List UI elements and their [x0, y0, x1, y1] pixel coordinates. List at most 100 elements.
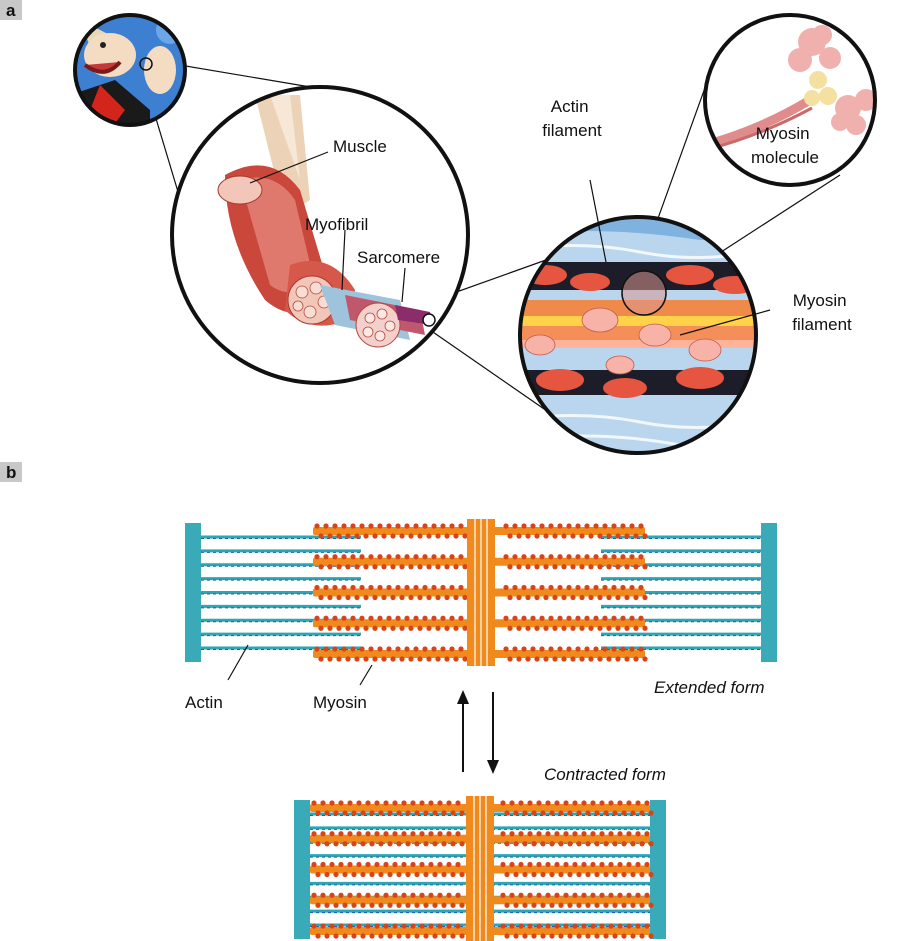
myosin-head	[423, 871, 429, 878]
myosin-head	[504, 841, 510, 847]
myosin-head	[338, 831, 344, 837]
myosin-head	[539, 615, 545, 621]
myosin-head	[437, 800, 443, 806]
myosin-head	[441, 871, 447, 878]
myosin-head	[612, 841, 618, 847]
myosin-head	[368, 584, 374, 591]
myosin-head	[530, 615, 536, 621]
myosin-head	[327, 625, 333, 631]
label-myofibril: Myofibril	[305, 215, 368, 234]
myosin-head	[450, 871, 456, 878]
panel-b: b Actin Myosin Extended form Contracted …	[0, 462, 777, 941]
myosin-head	[603, 933, 609, 939]
myosin-head	[363, 656, 369, 662]
myosin-head	[392, 831, 398, 837]
myosin-head	[534, 564, 540, 570]
myosin-head	[333, 841, 339, 847]
myosin-head	[332, 523, 338, 529]
myosin-head	[323, 523, 329, 529]
myosin-head	[606, 625, 612, 631]
myosin-head	[341, 523, 347, 529]
myosin-head	[579, 656, 585, 662]
myosin-head	[576, 841, 582, 847]
myosin-head	[648, 841, 654, 847]
myosin-head	[314, 554, 320, 560]
myosin-head	[576, 810, 582, 816]
myosin-head	[630, 871, 636, 878]
myosin-head	[390, 594, 396, 601]
myosin-head	[336, 564, 342, 570]
myosin-head	[417, 656, 423, 662]
myosin-head	[441, 810, 447, 816]
myosin-head	[558, 902, 564, 908]
myosin-head	[401, 831, 407, 837]
myosin-head	[530, 523, 536, 529]
myosin-head	[347, 800, 353, 806]
myosin-head	[602, 646, 608, 652]
myosin-head	[410, 861, 416, 868]
myosin-head	[620, 584, 626, 591]
myosin-head	[435, 533, 441, 539]
panel-a-tag: a	[6, 1, 16, 20]
myosin-head	[603, 871, 609, 878]
myosin-head	[327, 594, 333, 601]
myosin-head	[374, 861, 380, 868]
myosin-head	[462, 533, 468, 539]
myosin-head	[507, 564, 513, 570]
myosin-head	[570, 625, 576, 631]
myosin-head	[377, 584, 383, 591]
myosin-head	[611, 615, 617, 621]
myosin-head	[566, 646, 572, 652]
myosin-head	[588, 625, 594, 631]
myosin-head	[648, 871, 654, 878]
myosin-head	[435, 594, 441, 601]
myosin-head	[350, 615, 356, 621]
myosin-head	[333, 933, 339, 939]
myosin-head	[315, 841, 321, 847]
label-myosin-filament-line2: filament	[792, 315, 852, 334]
myosin-head	[527, 800, 533, 806]
myosin-head	[566, 615, 572, 621]
myosin-head	[581, 923, 587, 929]
myosin-head	[453, 564, 459, 570]
myosin-head	[500, 831, 506, 837]
myosin-head	[338, 800, 344, 806]
myosin-head	[648, 810, 654, 816]
myosin-head	[444, 533, 450, 539]
myosin-head	[458, 523, 464, 529]
myosin-head	[521, 584, 527, 591]
myosin-head	[333, 810, 339, 816]
myosin-head	[359, 646, 365, 652]
myosin-head	[563, 892, 569, 898]
label-actin-filament-line1: Actin	[551, 97, 589, 116]
myosin-head	[369, 902, 375, 908]
myosin-head	[512, 584, 518, 591]
myosin-head	[509, 923, 515, 929]
myosin-head	[639, 933, 645, 939]
myosin-head	[575, 523, 581, 529]
myosin-head	[599, 831, 605, 837]
myosin-head	[315, 810, 321, 816]
myosin-head	[552, 656, 558, 662]
myosin-head	[558, 810, 564, 816]
myosin-head	[621, 933, 627, 939]
myosin-head	[633, 594, 639, 601]
myosin-head	[522, 841, 528, 847]
myosin-head	[327, 656, 333, 662]
panel-a: a	[0, 0, 877, 455]
z-disc-left	[185, 523, 201, 662]
myosin-head	[419, 861, 425, 868]
myosin-head	[615, 564, 621, 570]
myosin-head	[644, 892, 650, 898]
myosin-head	[633, 533, 639, 539]
myosin-head	[435, 656, 441, 662]
myosin-head	[455, 831, 461, 837]
myosin-head	[435, 625, 441, 631]
myosin-head	[513, 902, 519, 908]
myosin-head	[581, 861, 587, 868]
myosin-head	[341, 615, 347, 621]
myosin-head	[626, 892, 632, 898]
myosin-head	[462, 625, 468, 631]
myosin-head	[522, 902, 528, 908]
myosin-head	[383, 923, 389, 929]
